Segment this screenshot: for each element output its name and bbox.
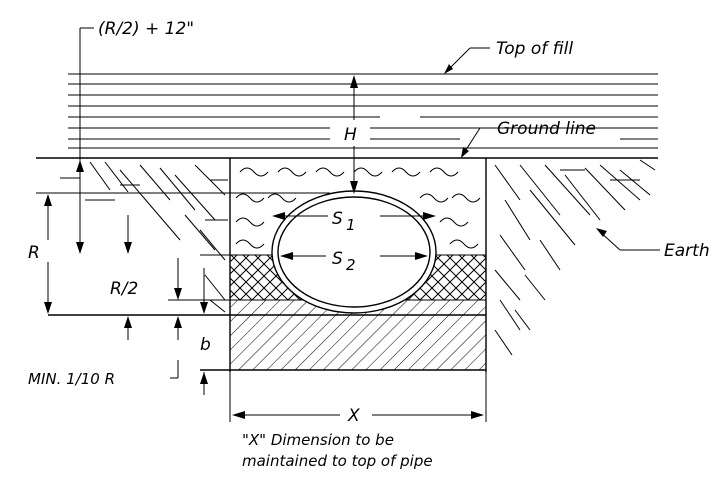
note-line-1: "X" Dimension to be (242, 431, 394, 449)
min-label: MIN. 1/10 R (28, 370, 115, 388)
earth-left-hatch (60, 161, 228, 313)
earth-right-hatch (494, 159, 656, 356)
top-formula-label: (R/2) + 12" (98, 19, 194, 39)
backfill-pattern (235, 167, 481, 249)
top-of-fill-leader (444, 47, 490, 74)
s1-dimension (272, 212, 436, 220)
b-label: b (200, 335, 211, 355)
ground-line-leader (461, 127, 492, 158)
s2-dimension (280, 252, 428, 260)
earth-label: Earth (664, 241, 710, 261)
x-dimension (229, 372, 487, 422)
fill-layers (68, 73, 658, 149)
earth-leader (596, 228, 660, 251)
h-label: H (344, 125, 357, 145)
left-dimensions (36, 27, 330, 395)
r-label: R (28, 243, 40, 263)
ground-line-label: Ground line (497, 119, 596, 139)
r-half-label: R/2 (110, 279, 138, 299)
note-line-2: maintained to top of pipe (242, 452, 433, 470)
s1-subscript: 1 (346, 216, 356, 234)
x-label: X (347, 406, 360, 426)
top-of-fill-label: Top of fill (496, 39, 573, 59)
pipe (271, 190, 437, 314)
s1-label: S (332, 209, 343, 229)
h-dimension (350, 75, 358, 194)
s2-label: S (332, 249, 343, 269)
s2-subscript: 2 (346, 256, 356, 274)
